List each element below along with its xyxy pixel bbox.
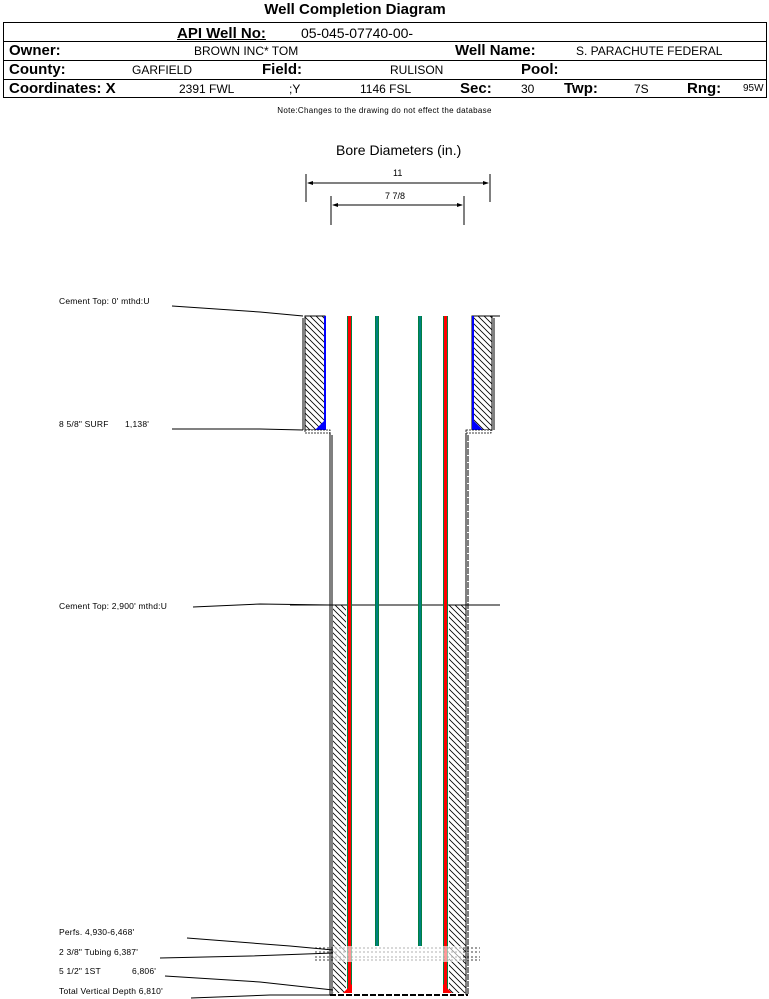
tubing-right [418,316,422,946]
database-note: Note:Changes to the drawing do not effec… [277,106,492,115]
row-divider [4,60,766,61]
production-casing-right [443,316,452,993]
production-hole-wall-left [329,433,333,995]
row-divider [4,79,766,80]
surface-casing-annotation: 8 5/8" SURF [59,419,109,429]
owner-value: BROWN INC* TOM [194,44,299,58]
dimension-7-7-8 [330,196,465,225]
production-hole-wall-right [465,433,469,995]
perforations-annotation: Perfs. 4,930-6,468' [59,927,135,937]
well-name-value: S. PARACHUTE FEDERAL [576,44,723,58]
leader-lines [159,305,334,999]
production-casing-depth: 6,806' [132,966,157,976]
sec-label: Sec: [460,80,492,97]
production-casing-left [343,316,352,993]
field-label: Field: [262,61,302,78]
dimension-11 [305,174,491,202]
owner-label: Owner: [9,42,61,59]
sec-value: 30 [521,82,535,96]
y-coordinate-label: ;Y [289,82,301,96]
total-vertical-depth-annotation: Total Vertical Depth 6,810' [59,986,163,996]
tubing-left [375,316,379,946]
report-title: Well Completion Diagram [264,1,446,18]
cement-top-0-annotation: Cement Top: 0' mthd:U [59,296,150,306]
surface-casing-depth: 1,138' [125,419,150,429]
production-cement-left [333,605,346,993]
perforation-gap [333,946,463,962]
county-value: GARFIELD [132,63,193,77]
cement-top-2900-annotation: Cement Top: 2,900' mthd:U [59,601,168,611]
y-coordinate-value: 1146 FSL [360,82,412,96]
surface-cement-right [471,315,495,431]
tubing-annotation: 2 3/8" Tubing 6,387' [59,947,139,957]
twp-label: Twp: [564,80,598,97]
coordinates-label: Coordinates: X [9,80,116,97]
surface-cement-left [302,315,326,431]
surface-shoe-ledges [304,429,492,434]
production-cement-right [449,605,466,993]
api-label: API Well No: [177,25,266,42]
bore-diameter-label-11: 11 [393,168,403,178]
bore-diameters-title: Bore Diameters (in.) [336,142,462,158]
api-value: 05-045-07740-00- [301,25,414,41]
field-value: RULISON [390,63,444,77]
bore-diameter-label-7-7-8: 7 7/8 [385,191,406,201]
rng-label: Rng: [687,80,722,97]
x-coordinate-value: 2391 FWL [179,82,235,96]
twp-value: 7S [634,82,649,96]
production-casing-annotation: 5 1/2" 1ST [59,966,101,976]
row-divider [4,41,766,42]
rng-value: 95W [743,83,764,94]
pool-label: Pool: [521,61,559,78]
county-label: County: [9,61,66,78]
well-name-label: Well Name: [455,42,536,59]
well-header-table: API Well No: 05-045-07740-00- Owner: BRO… [3,22,767,98]
